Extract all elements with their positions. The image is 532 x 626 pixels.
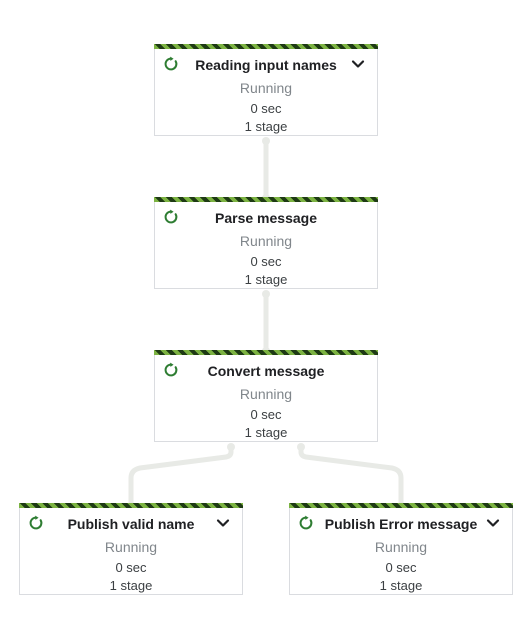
step-state: Running <box>104 539 158 555</box>
step-stage-count: 1 stage <box>244 119 288 134</box>
step-publish-valid-name[interactable]: Publish valid name Running 0 sec 1 stage <box>19 503 243 595</box>
step-stage-count: 1 stage <box>244 425 288 440</box>
step-parse-message[interactable]: Parse message Running 0 sec 1 stage <box>154 197 378 289</box>
chevron-down-icon[interactable] <box>216 518 230 528</box>
step-stage-count: 1 stage <box>244 272 288 287</box>
step-state: Running <box>239 233 293 249</box>
port-read-out <box>262 137 270 145</box>
step-title: Convert message <box>207 363 325 379</box>
port-parse-out <box>262 290 270 298</box>
step-title: Parse message <box>215 210 317 226</box>
step-duration: 0 sec <box>250 407 282 422</box>
step-duration: 0 sec <box>250 254 282 269</box>
running-status-stripe <box>154 44 378 49</box>
step-publish-error-message[interactable]: Publish Error message Running 0 sec 1 st… <box>289 503 513 595</box>
connector-convert-to-publish-error <box>298 443 404 508</box>
step-state: Running <box>374 539 428 555</box>
step-state: Running <box>239 386 293 402</box>
port-convert-out-right <box>297 443 305 451</box>
refresh-icon <box>164 362 178 377</box>
chevron-down-icon[interactable] <box>351 59 365 69</box>
refresh-icon <box>29 515 43 530</box>
connector-convert-to-publish-valid <box>128 443 234 508</box>
step-title: Publish Error message <box>324 516 478 532</box>
port-convert-out-left <box>227 443 235 451</box>
chevron-down-icon[interactable] <box>486 518 500 528</box>
running-status-stripe <box>19 503 243 508</box>
step-title: Reading input names <box>195 57 337 73</box>
running-status-stripe <box>154 350 378 355</box>
step-state: Running <box>239 80 293 96</box>
step-stage-count: 1 stage <box>109 578 153 593</box>
step-duration: 0 sec <box>115 560 147 575</box>
step-title: Publish valid name <box>67 516 195 532</box>
refresh-icon <box>299 515 313 530</box>
step-duration: 0 sec <box>250 101 282 116</box>
running-status-stripe <box>154 197 378 202</box>
refresh-icon <box>164 209 178 224</box>
refresh-icon <box>164 56 178 71</box>
step-stage-count: 1 stage <box>379 578 423 593</box>
step-convert-message[interactable]: Convert message Running 0 sec 1 stage <box>154 350 378 442</box>
step-duration: 0 sec <box>385 560 417 575</box>
step-reading-input-names[interactable]: Reading input names Running 0 sec 1 stag… <box>154 44 378 136</box>
running-status-stripe <box>289 503 513 508</box>
